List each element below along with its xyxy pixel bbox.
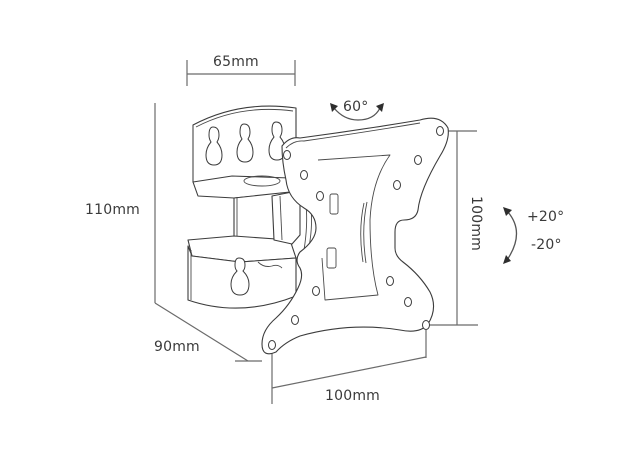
label-top-width: 65mm	[213, 54, 259, 70]
label-vesa-vertical: 100mm	[468, 196, 484, 251]
dimension-65mm-lines	[186, 60, 296, 86]
vesa-hole	[404, 297, 412, 307]
keyhole-slot	[230, 257, 250, 296]
vesa-hole	[291, 315, 299, 325]
label-tilt-up: +20°	[527, 209, 565, 225]
vesa-hole	[414, 155, 422, 165]
vesa-plate	[261, 117, 449, 355]
dimension-horizontal-100mm-lines	[271, 325, 427, 404]
label-vesa-horizontal: 100mm	[325, 388, 380, 404]
vesa-hole	[300, 170, 308, 180]
vesa-hole	[422, 320, 430, 330]
vesa-hole	[283, 150, 291, 160]
keyhole-slot	[268, 121, 286, 161]
vesa-hole	[312, 286, 320, 296]
vesa-hole	[268, 340, 276, 350]
swivel-arrow-icon	[330, 103, 384, 121]
label-height: 110mm	[85, 202, 140, 218]
label-depth: 90mm	[154, 339, 200, 355]
label-tilt-down: -20°	[531, 237, 562, 253]
keyhole-slot	[205, 126, 223, 166]
label-swivel-angle: 60°	[343, 99, 369, 115]
dimension-110mm-lines	[154, 103, 262, 362]
keyhole-slot	[236, 123, 254, 163]
tilt-arrow-icon	[503, 207, 518, 264]
vesa-hole	[393, 180, 401, 190]
vesa-hole	[436, 126, 444, 136]
vesa-hole	[386, 276, 394, 286]
vesa-hole	[316, 191, 324, 201]
